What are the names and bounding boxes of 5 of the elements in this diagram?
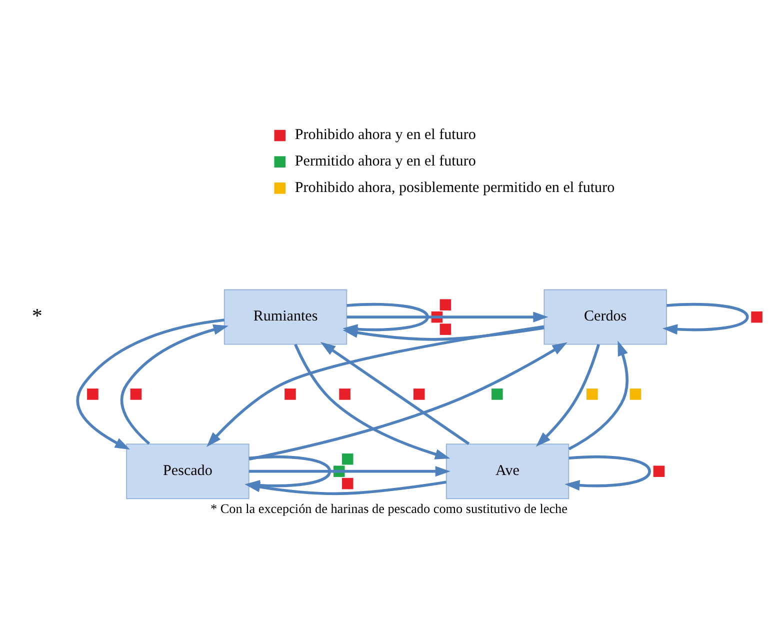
label: * bbox=[32, 304, 42, 327]
caption: * Con la excepción de harinas de pescado como sustitutivo de leche bbox=[210, 500, 568, 516]
legend-label: Permitido ahora y en el futuro bbox=[294, 152, 476, 169]
legend-label: Prohibido ahora y en el futuro bbox=[294, 126, 476, 143]
legend-label: Prohibido ahora, posiblemente permitido en el futuro bbox=[294, 179, 615, 196]
